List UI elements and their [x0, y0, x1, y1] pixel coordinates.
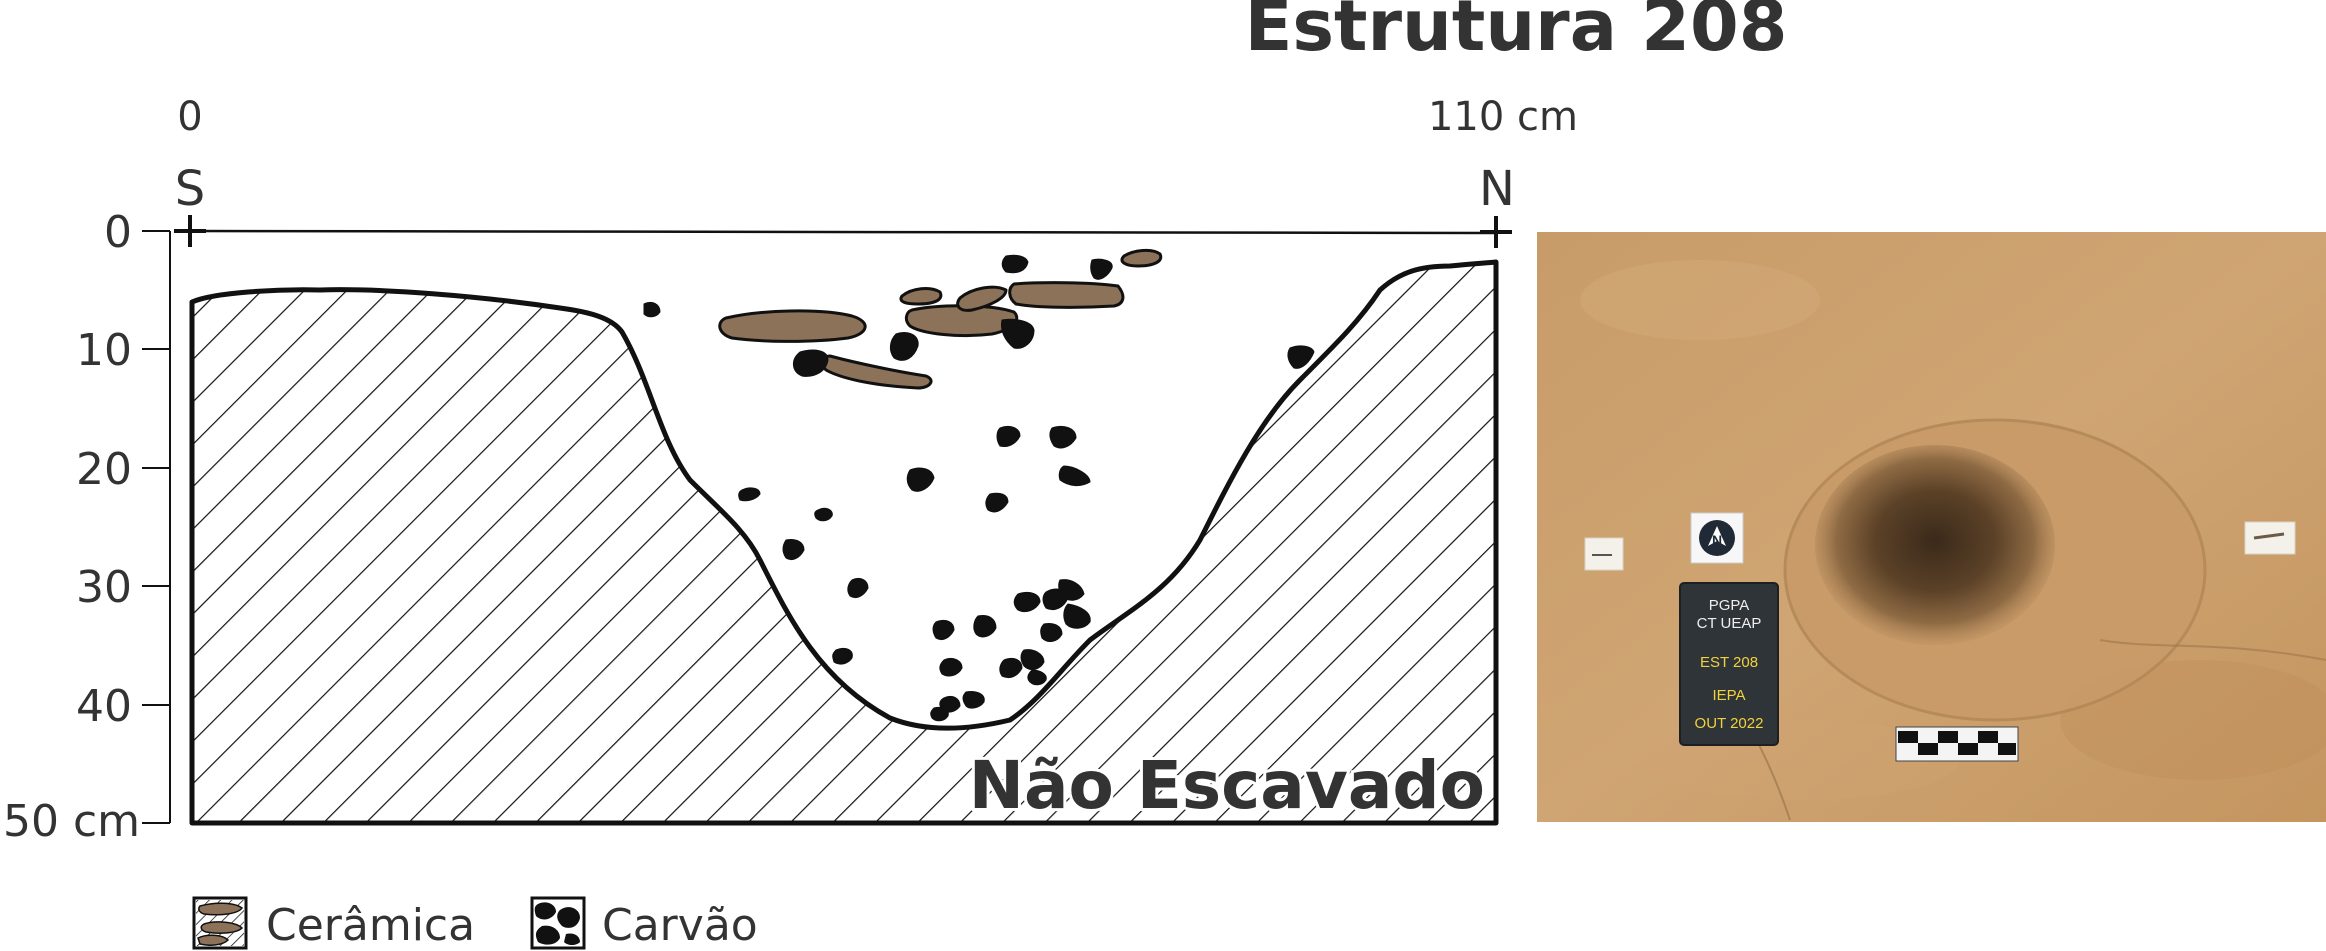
- photo-tag-left: [1584, 537, 1624, 571]
- depth-tick-label: 20: [76, 444, 132, 495]
- depth-tick-label: 50 cm: [3, 796, 140, 847]
- south-label: S: [175, 161, 205, 217]
- legend-charcoal-label: Carvão: [602, 900, 758, 951]
- figure-title: Estrutura 208: [1245, 0, 1788, 67]
- slate-board: PGPA CT UEAP EST 208 IEPA OUT 2022: [1679, 582, 1779, 746]
- board-line: OUT 2022: [1695, 715, 1764, 732]
- scale-end-label: 110 cm: [1428, 94, 1578, 140]
- board-line: EST 208: [1700, 654, 1758, 671]
- depth-axis-ticks: [142, 230, 170, 824]
- board-line: IEPA: [1712, 687, 1745, 704]
- charcoal-swatch-icon: [530, 896, 586, 950]
- board-line: CT UEAP: [1697, 615, 1762, 632]
- pit-feature: [1815, 445, 2055, 645]
- datum-line: [189, 229, 1497, 235]
- north-arrow-label: N: [1712, 532, 1722, 548]
- depth-tick-label: 0: [104, 207, 132, 258]
- scale-start-label: 0: [177, 94, 202, 140]
- photo-scale-bar: [1895, 726, 2019, 762]
- datum-cross-north: [1480, 216, 1512, 248]
- legend-ceramic: Cerâmica: [192, 896, 475, 951]
- depth-tick-label: 10: [76, 325, 132, 376]
- depth-tick-label: 40: [76, 681, 132, 732]
- unexcavated-label: Não Escavado: [969, 747, 1485, 824]
- unexcavated-sediment: [189, 259, 1499, 826]
- north-arrow-card: N: [1690, 512, 1744, 564]
- legend-ceramic-label: Cerâmica: [266, 900, 475, 951]
- charcoal-fragments: [643, 254, 1315, 722]
- board-line: PGPA: [1709, 597, 1750, 614]
- photo-tag-right: [2244, 521, 2296, 555]
- legend-charcoal: Carvão: [530, 896, 758, 951]
- depth-tick-label: 30: [76, 562, 132, 613]
- north-label: N: [1479, 161, 1515, 217]
- excavation-photo: N PGPA CT UEAP EST 208 IEPA OUT 2022: [1537, 232, 2326, 822]
- datum-cross-south: [174, 215, 206, 247]
- ceramic-swatch-icon: [192, 896, 248, 950]
